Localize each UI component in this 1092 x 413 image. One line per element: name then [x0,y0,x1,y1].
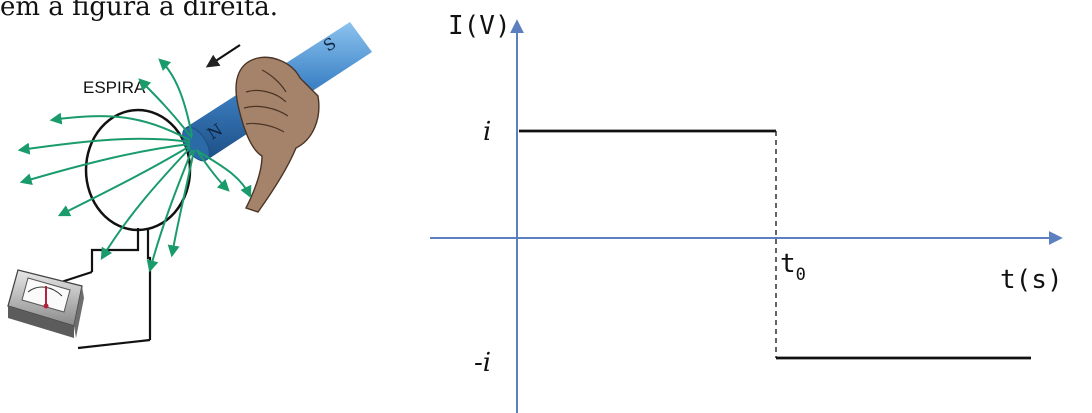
circuit-wire [51,228,152,350]
hand-illustration [235,56,320,213]
y-axis-label: I(V) [448,11,511,41]
field-lines [17,58,252,273]
header-text: em a figura à direita. [0,0,278,22]
current-time-graph: I(V) t(s) i -i t0 [430,11,1063,413]
svg-text:t0: t0 [780,249,806,285]
induction-illustration: ESPIRA N S [7,22,372,350]
x-axis-label: t(s) [1000,265,1063,295]
time-mark-subscript: 0 [796,265,806,285]
galvanometer [7,269,84,338]
time-mark-label: t [780,249,796,279]
motion-arrow [205,44,241,68]
loop-label: ESPIRA [83,78,146,97]
wire-loop [84,108,192,232]
positive-level-label: i [483,117,491,147]
negative-level-label: -i [474,348,491,378]
